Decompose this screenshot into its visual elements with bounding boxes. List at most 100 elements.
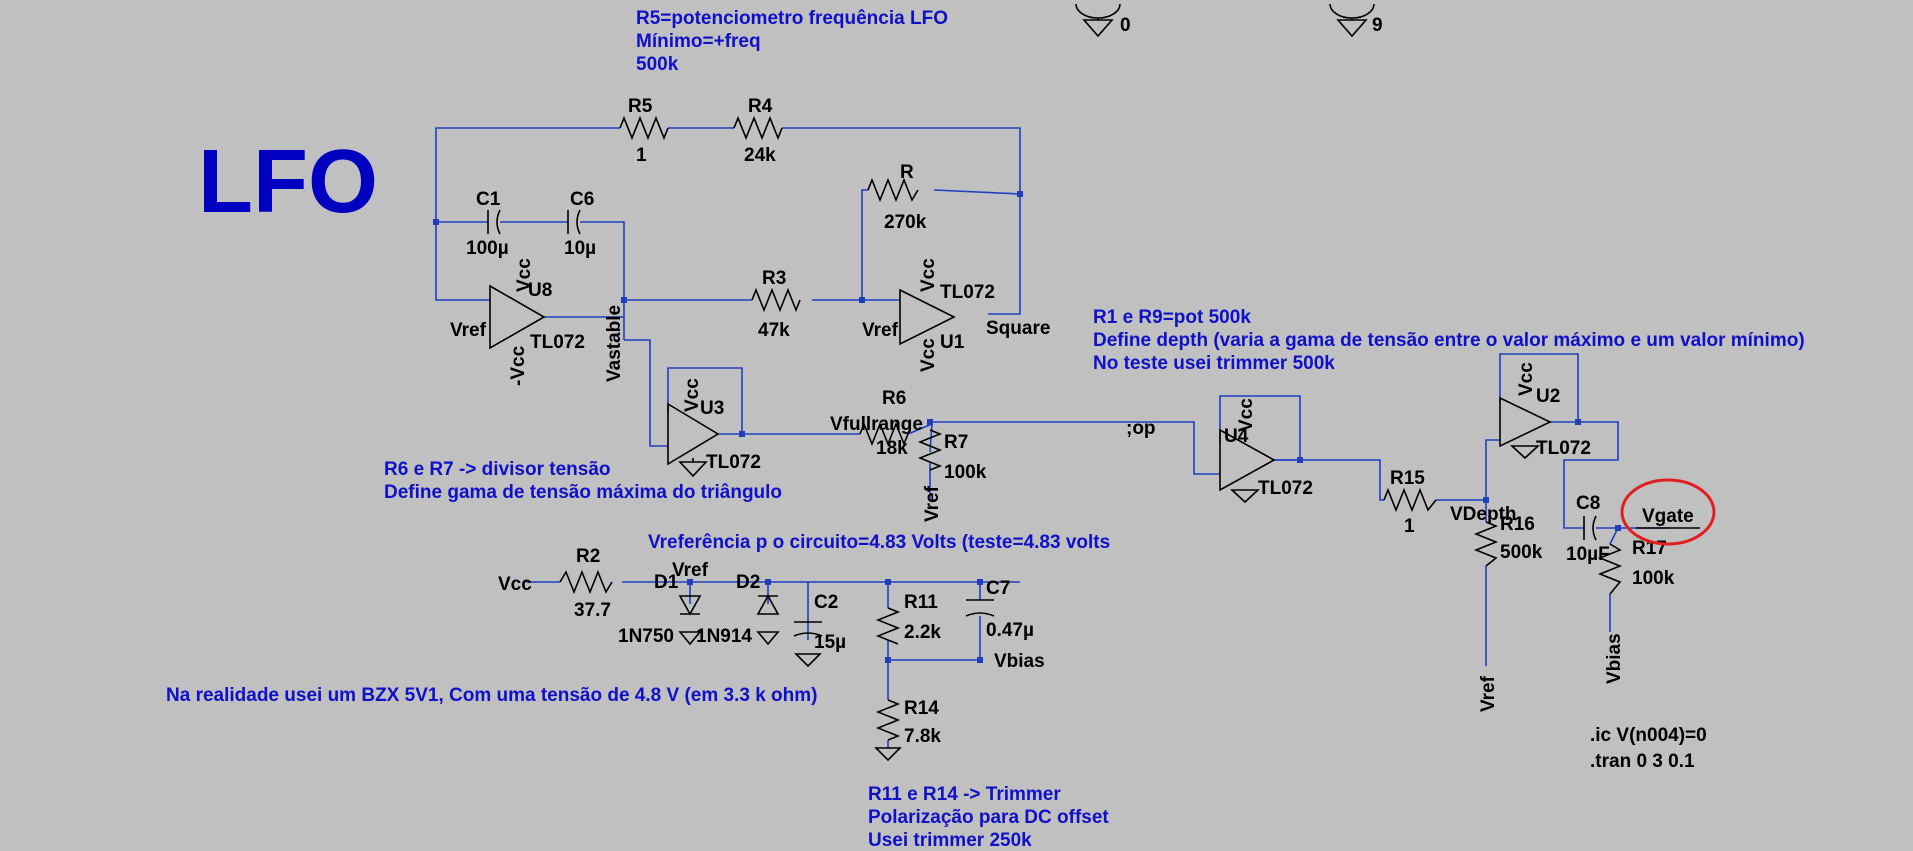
resistor-r15: R15 1 <box>1383 468 1437 537</box>
svg-text:Vref: Vref <box>672 560 709 581</box>
zener-comment: Na realidade usei um BZX 5V1, Com uma te… <box>166 685 818 706</box>
svg-text:R6: R6 <box>882 388 906 409</box>
svg-text:No teste usei trimmer 500k: No teste usei trimmer 500k <box>1093 353 1335 374</box>
depth-comment: R1 e R9=pot 500k Define depth (varia a g… <box>1093 307 1805 374</box>
svg-text:Define depth (varia a gama de: Define depth (varia a gama de tensão ent… <box>1093 330 1805 351</box>
capacitor-c8: C8 10µF <box>1566 493 1610 565</box>
svg-text:270k: 270k <box>884 212 927 233</box>
label-vcc-source: Vcc <box>498 574 532 595</box>
svg-text:R16: R16 <box>1500 514 1535 535</box>
opamp-u4: U4 TL072 Vcc <box>1219 398 1313 504</box>
svg-text:Vcc: Vcc <box>1516 362 1537 396</box>
capacitor-c6: C6 10µ <box>564 189 596 259</box>
svg-text:Square: Square <box>986 318 1050 339</box>
svg-text:Vfullrange: Vfullrange <box>830 414 923 435</box>
svg-text:Vcc: Vcc <box>918 258 939 292</box>
vgate-label: Vgate <box>1620 478 1716 546</box>
svg-text:500k: 500k <box>1500 542 1543 563</box>
divider-comment: R6 e R7 -> divisor tensão Define gama de… <box>384 459 782 503</box>
svg-text:1N750: 1N750 <box>618 626 674 647</box>
svg-text:10µF: 10µF <box>1566 544 1610 565</box>
svg-text:C7: C7 <box>986 578 1010 599</box>
resistor-r16: VDepth R16 500k Vref <box>1450 504 1543 712</box>
r5-comment: R5=potenciometro frequência LFO Mínimo=+… <box>636 8 948 75</box>
svg-text:C1: C1 <box>476 189 501 210</box>
wires <box>435 127 1670 748</box>
svg-text:TL072: TL072 <box>530 332 585 353</box>
resistor-r7: R7 100k Vref <box>917 429 987 522</box>
svg-text:R2: R2 <box>576 546 600 567</box>
svg-text:100µ: 100µ <box>466 238 509 259</box>
opamp-u8: U8 TL072 Vref Vcc -Vcc <box>450 258 585 386</box>
svg-text:U1: U1 <box>940 332 965 353</box>
svg-text:10µ: 10µ <box>564 238 596 259</box>
resistor-r6: R6 18k Vfullrange <box>830 388 923 459</box>
opamp-u1: U1 TL072 Vref Vcc Vcc Square <box>862 258 1050 372</box>
label-vastable: Vastable <box>604 305 625 382</box>
svg-text:Vref: Vref <box>450 320 487 341</box>
svg-text:0.47µ: 0.47µ <box>986 620 1034 641</box>
svg-text:U8: U8 <box>528 280 552 301</box>
svg-text:100k: 100k <box>1632 568 1675 589</box>
svg-text:37.7: 37.7 <box>574 600 611 621</box>
resistor-r3: R3 47k <box>751 268 801 341</box>
label-vbias: Vbias <box>994 651 1045 672</box>
svg-text:R: R <box>900 162 914 183</box>
svg-text:Vgate: Vgate <box>1642 506 1694 527</box>
svg-text:Define gama de tensão máxima d: Define gama de tensão máxima do triângul… <box>384 482 782 503</box>
svg-text:R5=potenciometro frequência LF: R5=potenciometro frequência LFO <box>636 8 948 29</box>
svg-text:.tran 0 3 0.1: .tran 0 3 0.1 <box>1590 751 1695 772</box>
svg-text:D2: D2 <box>736 572 760 593</box>
svg-text:.ic V(n004)=0: .ic V(n004)=0 <box>1590 725 1707 746</box>
svg-text:R7: R7 <box>944 432 968 453</box>
schematic-title: LFO <box>198 132 378 232</box>
svg-text:R11: R11 <box>904 592 938 613</box>
svg-text:U4: U4 <box>1224 426 1249 447</box>
svg-text:18k: 18k <box>876 438 908 459</box>
svg-text:R5: R5 <box>628 96 653 117</box>
svg-text:Usei trimmer 250k: Usei trimmer 250k <box>868 830 1032 851</box>
resistor-r11: R11 2.2k <box>875 592 941 645</box>
ground-9: 9 <box>1329 3 1383 38</box>
vgate-highlight-circle <box>1620 478 1716 546</box>
svg-text:Vref: Vref <box>922 485 943 522</box>
capacitor-c7: C7 0.47µ <box>965 578 1034 641</box>
opamp-u3: U3 TL072 Vcc <box>667 378 761 478</box>
svg-text:-Vcc: -Vcc <box>508 345 529 386</box>
svg-text:Mínimo=+freq: Mínimo=+freq <box>636 31 761 52</box>
svg-text:R3: R3 <box>762 268 786 289</box>
svg-text:TL072: TL072 <box>940 282 995 303</box>
resistor-r4: R4 24k <box>733 96 783 166</box>
svg-text:9: 9 <box>1372 15 1383 36</box>
svg-text:R4: R4 <box>748 96 773 117</box>
svg-text:VDepth: VDepth <box>1450 504 1517 525</box>
spice-directives: .ic V(n004)=0 .tran 0 3 0.1 <box>1590 725 1707 772</box>
trimmer-comment: R11 e R14 -> Trimmer Polarização para DC… <box>868 784 1109 851</box>
opamp-u2: U2 TL072 Vcc <box>1499 362 1591 460</box>
capacitor-c2: C2 15µ <box>793 592 846 668</box>
svg-text:15µ: 15µ <box>814 632 846 653</box>
svg-text:2.2k: 2.2k <box>904 622 941 643</box>
svg-text:R14: R14 <box>904 698 939 719</box>
svg-text:Vcc: Vcc <box>1236 398 1257 432</box>
capacitor-c1: C1 100µ <box>466 189 509 259</box>
svg-text:R1 e R9=pot 500k: R1 e R9=pot 500k <box>1093 307 1251 328</box>
svg-text:Vref: Vref <box>1478 675 1499 712</box>
svg-text:D1: D1 <box>654 572 679 593</box>
svg-text:R11 e R14 -> Trimmer: R11 e R14 -> Trimmer <box>868 784 1061 805</box>
svg-text:1N914: 1N914 <box>696 626 752 647</box>
resistor-r17: R17 100k Vbias <box>1597 538 1675 684</box>
svg-text:24k: 24k <box>744 145 776 166</box>
svg-text:TL072: TL072 <box>1536 438 1591 459</box>
svg-text:U3: U3 <box>700 398 724 419</box>
svg-text:Vcc: Vcc <box>682 378 703 412</box>
svg-text:Polarização para DC offset: Polarização para DC offset <box>868 807 1109 828</box>
ground-0: 0 <box>1075 3 1131 38</box>
svg-text:47k: 47k <box>758 320 790 341</box>
svg-text:C6: C6 <box>570 189 594 210</box>
junctions <box>433 191 1621 663</box>
svg-text:7.8k: 7.8k <box>904 726 941 747</box>
svg-text:U2: U2 <box>1536 386 1560 407</box>
vref-comment: Vreferência p o circuito=4.83 Volts (tes… <box>648 532 1110 553</box>
